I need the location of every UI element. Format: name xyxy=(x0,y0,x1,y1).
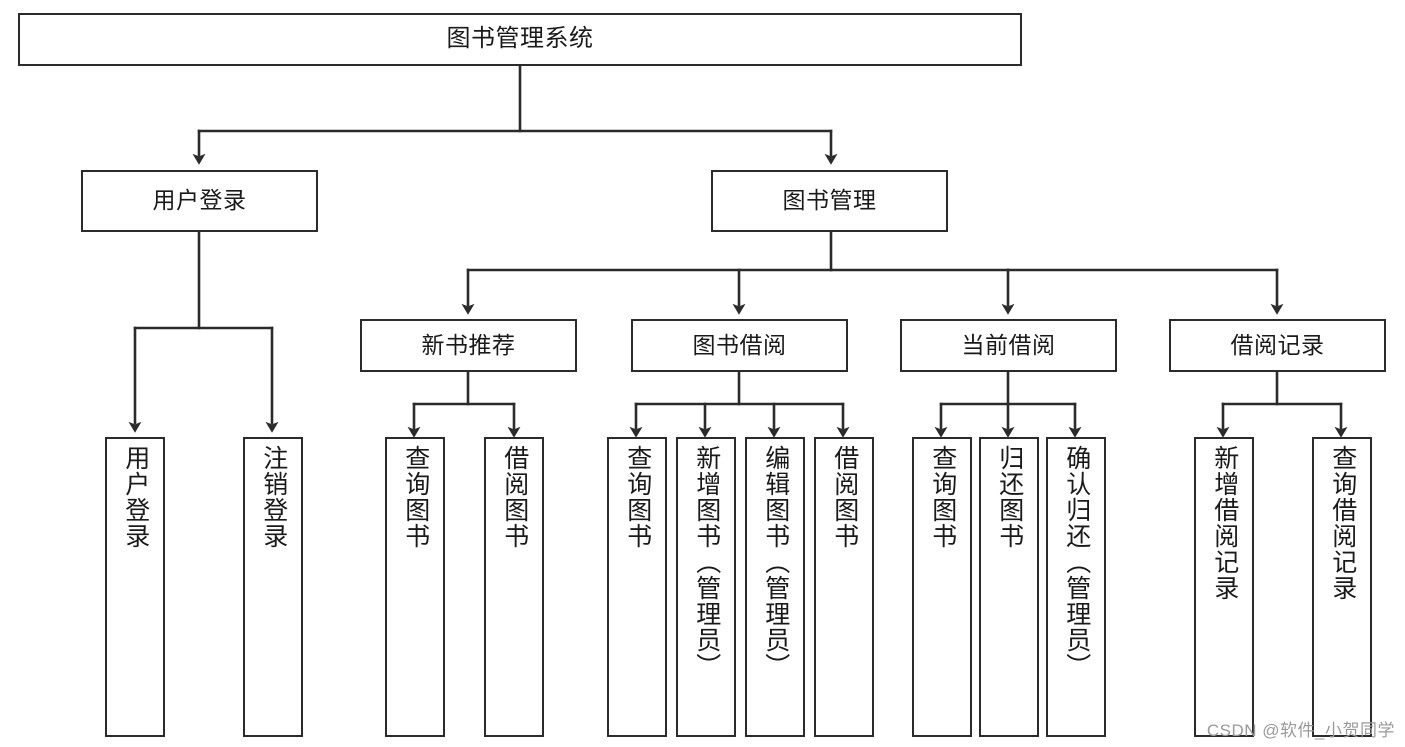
node-label: 借阅图书 xyxy=(500,445,529,549)
node-current-borrow[interactable]: 当前借阅 xyxy=(900,319,1117,372)
node-label: 用户登录 xyxy=(152,187,247,214)
node-label: 归还图书 xyxy=(995,445,1024,549)
node-label: 注销登录 xyxy=(259,445,288,549)
node-label: 查询借阅记录 xyxy=(1328,445,1357,601)
node-label: 借阅记录 xyxy=(1230,331,1325,358)
leaf-return-book[interactable]: 归还图书 xyxy=(979,437,1039,737)
leaf-borrow-book-new-recommend[interactable]: 借阅图书 xyxy=(484,437,544,737)
leaf-logout-login[interactable]: 注销登录 xyxy=(243,437,303,737)
node-label: 编辑图书（管理员） xyxy=(761,445,790,679)
node-book-borrow[interactable]: 图书借阅 xyxy=(631,319,848,372)
node-label: 图书借阅 xyxy=(692,331,787,358)
leaf-query-book-current[interactable]: 查询图书 xyxy=(912,437,972,737)
node-user-login[interactable]: 用户登录 xyxy=(81,170,318,232)
watermark-text: CSDN @软件_小贺同学 xyxy=(1206,721,1395,740)
node-root-book-management-system[interactable]: 图书管理系统 xyxy=(18,13,1022,66)
leaf-user-login[interactable]: 用户登录 xyxy=(105,437,165,737)
node-label: 查询图书 xyxy=(401,445,430,549)
node-book-manage[interactable]: 图书管理 xyxy=(711,170,948,232)
node-label: 新增借阅记录 xyxy=(1210,445,1239,601)
leaf-add-borrow-record[interactable]: 新增借阅记录 xyxy=(1194,437,1254,737)
node-label: 当前借阅 xyxy=(961,331,1056,358)
node-label: 图书管理 xyxy=(782,187,877,214)
node-label: 图书管理系统 xyxy=(446,25,594,53)
leaf-query-borrow-record[interactable]: 查询借阅记录 xyxy=(1312,437,1372,737)
node-label: 查询图书 xyxy=(928,445,957,549)
leaf-query-book-borrow[interactable]: 查询图书 xyxy=(607,437,667,737)
leaf-confirm-return-admin[interactable]: 确认归还（管理员） xyxy=(1046,437,1106,737)
node-borrow-record[interactable]: 借阅记录 xyxy=(1169,319,1386,372)
leaf-edit-book-admin[interactable]: 编辑图书（管理员） xyxy=(745,437,805,737)
node-label: 新书推荐 xyxy=(421,331,516,358)
node-new-book-recommend[interactable]: 新书推荐 xyxy=(360,319,577,372)
leaf-borrow-book-borrow[interactable]: 借阅图书 xyxy=(814,437,874,737)
leaf-add-book-admin[interactable]: 新增图书（管理员） xyxy=(676,437,736,737)
node-label: 查询图书 xyxy=(623,445,652,549)
node-label: 确认归还（管理员） xyxy=(1062,445,1091,679)
leaf-query-book-new-recommend[interactable]: 查询图书 xyxy=(385,437,445,737)
node-label: 新增图书（管理员） xyxy=(692,445,721,679)
node-label: 用户登录 xyxy=(121,445,150,549)
node-label: 借阅图书 xyxy=(830,445,859,549)
